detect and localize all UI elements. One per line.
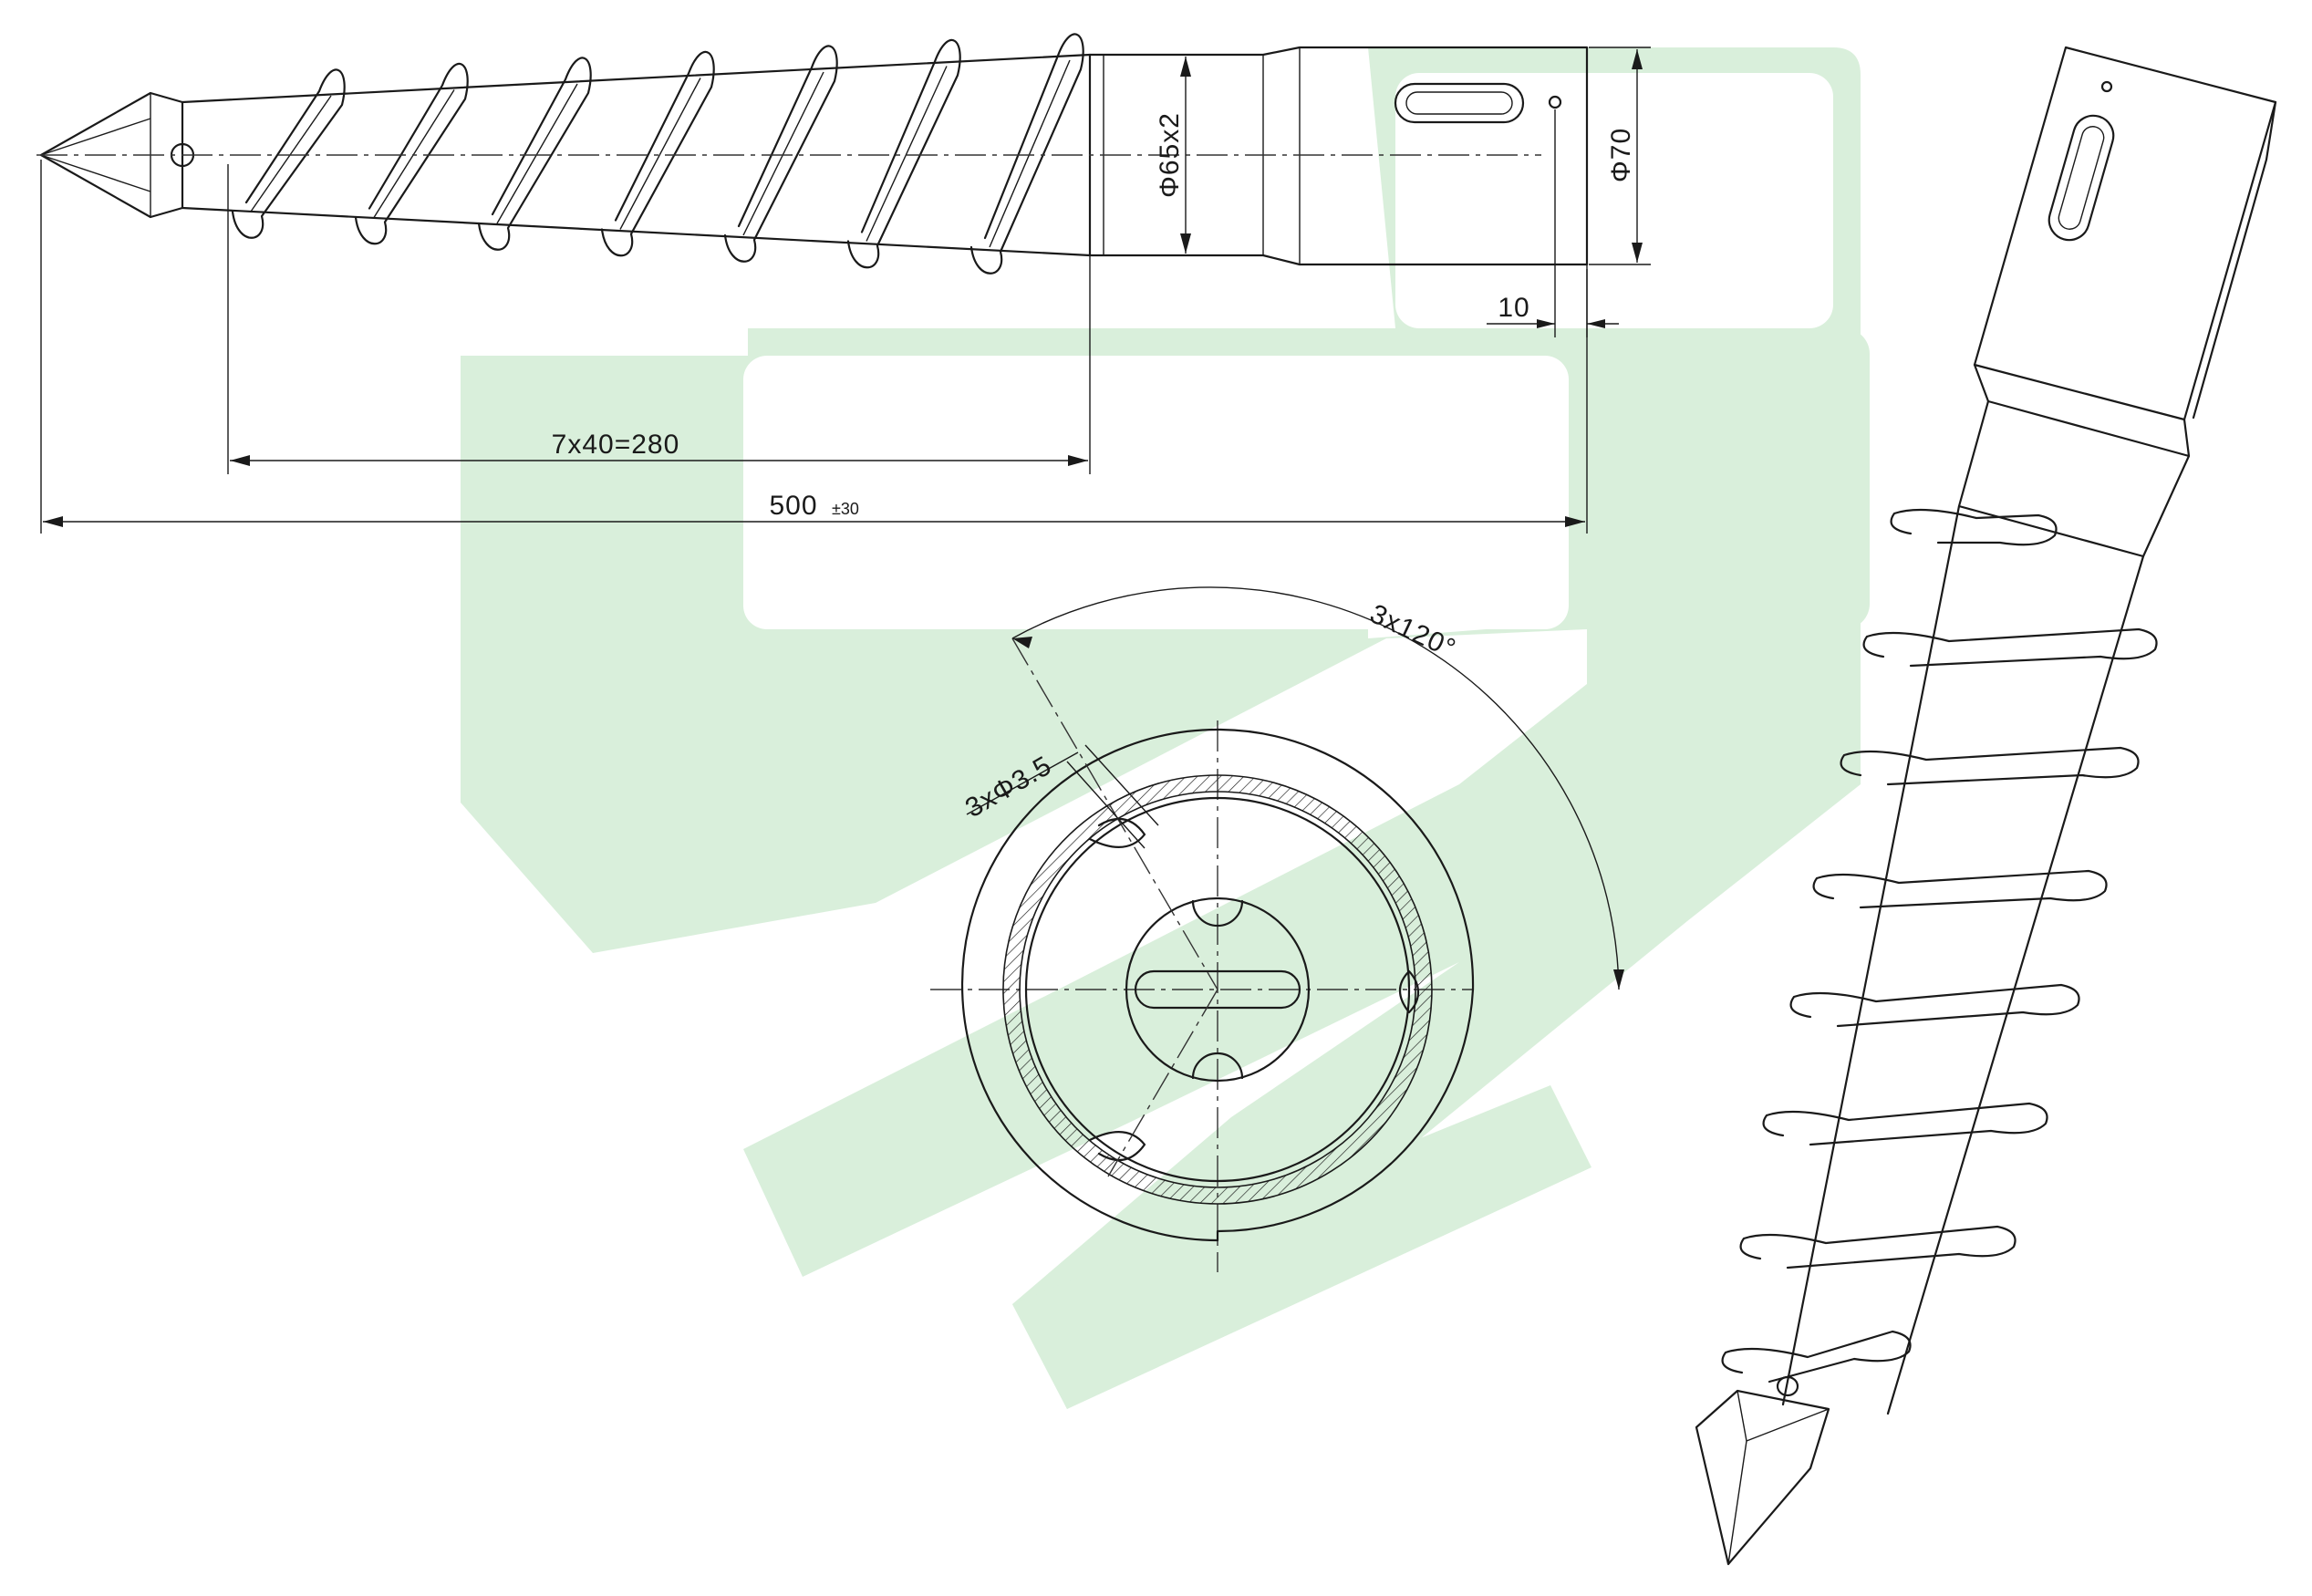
iso-flight-turn bbox=[1739, 1225, 2017, 1270]
label-offset: 10 bbox=[1498, 293, 1529, 323]
side-view: Φ65x2 Φ70 10 7x40=280 bbox=[36, 33, 1651, 534]
flight-edge bbox=[866, 66, 948, 242]
flight-turn bbox=[354, 63, 469, 245]
iso-flight-turn bbox=[1840, 746, 2140, 786]
flight-turn bbox=[969, 33, 1084, 275]
flight-edge bbox=[742, 71, 824, 236]
label-outer-diameter: Φ70 bbox=[1606, 128, 1636, 182]
flight-turn bbox=[477, 57, 592, 251]
iso-flight-turn bbox=[1721, 1330, 1912, 1384]
iso-head-face bbox=[1973, 46, 2277, 421]
flight-turn bbox=[231, 68, 346, 239]
slot bbox=[1394, 82, 1525, 124]
iso-head-side bbox=[2192, 100, 2277, 420]
flight-turn bbox=[600, 51, 715, 257]
flight-turn bbox=[723, 45, 838, 263]
flight-edge bbox=[496, 83, 578, 224]
flange-outer bbox=[961, 728, 1475, 1242]
iso-helix-flight bbox=[1721, 508, 2158, 1384]
flight-edge bbox=[989, 59, 1071, 248]
core-notch-top bbox=[1191, 899, 1244, 928]
isometric-view bbox=[1695, 46, 2277, 1566]
dimple-1 bbox=[1088, 817, 1146, 848]
iso-flight-turn bbox=[1812, 869, 2108, 909]
dim-tube-diameter: Φ65x2 bbox=[1155, 57, 1191, 254]
core-slot bbox=[1134, 969, 1301, 1010]
iso-flight-turn bbox=[1762, 1102, 2048, 1146]
dim-outer-diameter: Φ70 bbox=[1589, 47, 1651, 265]
label-pitch: 7x40=280 bbox=[552, 430, 680, 460]
flight-turn bbox=[846, 39, 961, 269]
flight-edge bbox=[619, 78, 701, 230]
iso-pin-hole bbox=[1776, 1375, 1799, 1397]
helix-flight bbox=[231, 33, 1084, 275]
flight-edge bbox=[373, 89, 455, 218]
core-notch-bottom bbox=[1191, 1052, 1244, 1080]
dim-pitch: 7x40=280 bbox=[227, 164, 1091, 474]
tip-core bbox=[1125, 896, 1311, 1083]
iso-shaft bbox=[1781, 504, 2145, 1415]
label-length-tolerance: ±30 bbox=[832, 500, 859, 518]
iso-tip bbox=[1695, 1389, 1830, 1566]
small-hole bbox=[1548, 95, 1562, 109]
dimple-2 bbox=[1398, 969, 1420, 1014]
tube-wall-section bbox=[1002, 774, 1433, 1205]
logo-watermark bbox=[461, 47, 1870, 1409]
flight-edge bbox=[250, 95, 332, 212]
iso-flight-turn bbox=[1862, 627, 2158, 668]
iso-flight-turn bbox=[1789, 983, 2080, 1028]
iso-slot bbox=[2048, 114, 2115, 242]
inner-bore bbox=[1024, 796, 1411, 1183]
label-length: 500 bbox=[769, 491, 817, 521]
iso-flight-turn bbox=[1890, 508, 2058, 546]
label-tube-diameter: Φ65x2 bbox=[1155, 112, 1185, 198]
dimple-3 bbox=[1088, 1131, 1146, 1162]
dim-length: 500 ±30 bbox=[40, 160, 1588, 534]
